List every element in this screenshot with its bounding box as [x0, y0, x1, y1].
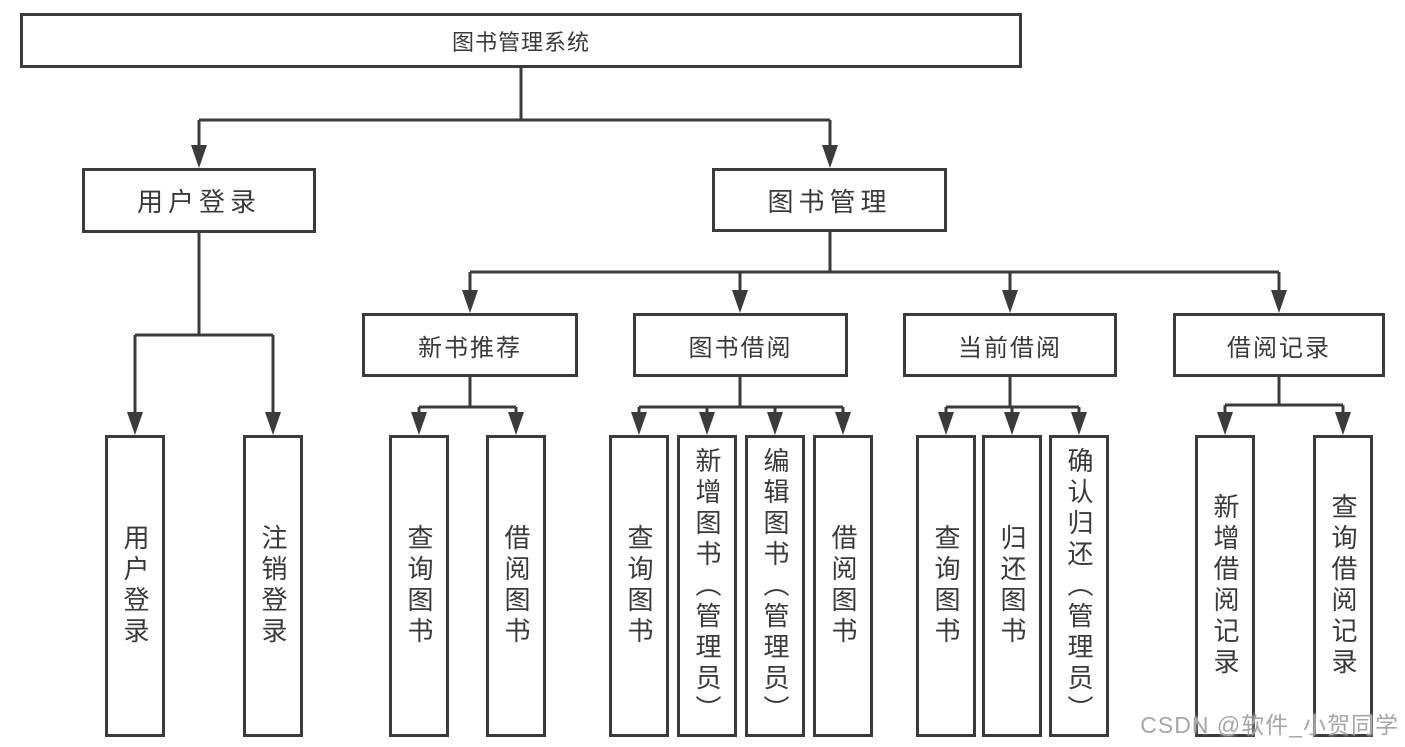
node-borrowing-records: 借阅记录 — [1173, 313, 1385, 377]
node-new-book-recommend-label: 新书推荐 — [418, 334, 522, 362]
node-leaf-edit-books-admin-label: 编辑图书（管理员） — [760, 446, 790, 726]
node-leaf-add-books-admin-label: 新增图书（管理员） — [692, 446, 722, 726]
node-leaf-return-books: 归还图书 — [982, 435, 1042, 737]
node-current-borrowing-label: 当前借阅 — [958, 334, 1062, 362]
node-root-label: 图书管理系统 — [451, 29, 590, 55]
node-book-management-label: 图书管理 — [767, 186, 892, 217]
node-leaf-recommend-query-books-label: 查询图书 — [404, 524, 434, 648]
node-leaf-edit-books-admin: 编辑图书（管理员） — [745, 435, 805, 737]
node-leaf-confirm-return-admin: 确认归还（管理员） — [1049, 435, 1109, 737]
node-new-book-recommend: 新书推荐 — [362, 313, 578, 377]
node-leaf-current-query-books: 查询图书 — [916, 435, 976, 737]
node-user-login: 用户登录 — [82, 168, 316, 233]
node-leaf-return-books-label: 归还图书 — [997, 524, 1027, 648]
node-user-login-label: 用户登录 — [136, 187, 261, 217]
node-leaf-user-login-label: 用户登录 — [120, 524, 150, 648]
node-leaf-borrowing-borrow-books: 借阅图书 — [813, 435, 873, 737]
node-leaf-logout: 注销登录 — [243, 435, 303, 737]
node-leaf-add-borrow-record-label: 新增借阅记录 — [1210, 493, 1240, 679]
node-leaf-borrowing-borrow-books-label: 借阅图书 — [828, 524, 858, 648]
node-book-borrowing: 图书借阅 — [633, 313, 848, 377]
node-leaf-current-query-books-label: 查询图书 — [931, 524, 961, 648]
node-leaf-logout-label: 注销登录 — [258, 524, 288, 648]
node-leaf-borrowing-query-books: 查询图书 — [609, 435, 669, 737]
csdn-watermark: CSDN @软件_小贺同学 — [1140, 712, 1399, 738]
node-leaf-confirm-return-admin-label: 确认归还（管理员） — [1064, 446, 1094, 726]
node-leaf-query-borrow-record-label: 查询借阅记录 — [1328, 493, 1358, 679]
node-leaf-borrowing-query-books-label: 查询图书 — [624, 524, 654, 648]
node-leaf-recommend-borrow-books-label: 借阅图书 — [501, 524, 531, 648]
node-current-borrowing: 当前借阅 — [903, 313, 1117, 377]
node-leaf-user-login: 用户登录 — [105, 435, 165, 737]
node-book-borrowing-label: 图书借阅 — [688, 334, 793, 362]
node-leaf-query-borrow-record: 查询借阅记录 — [1313, 435, 1373, 737]
node-leaf-recommend-borrow-books: 借阅图书 — [486, 435, 546, 737]
node-root: 图书管理系统 — [20, 13, 1022, 68]
node-leaf-recommend-query-books: 查询图书 — [389, 435, 449, 737]
node-book-management: 图书管理 — [712, 168, 947, 232]
node-borrowing-records-label: 借阅记录 — [1227, 334, 1331, 362]
node-leaf-add-books-admin: 新增图书（管理员） — [677, 435, 737, 737]
node-leaf-add-borrow-record: 新增借阅记录 — [1195, 435, 1255, 737]
